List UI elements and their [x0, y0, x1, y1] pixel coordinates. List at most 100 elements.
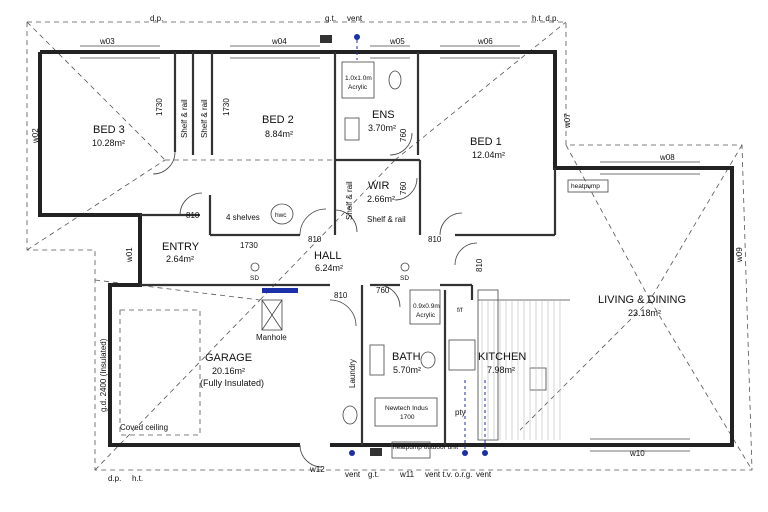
label-gt-top: g.t. — [325, 14, 336, 23]
label-vent-bottom: vent — [345, 470, 361, 479]
note-shelf-rail: Shelf & rail — [345, 181, 354, 220]
service-dot — [462, 450, 468, 456]
room-area-ens: 3.70m² — [368, 123, 396, 133]
note-laundry: Laundry — [348, 359, 357, 388]
note-heatpump: heatpump — [571, 183, 600, 190]
label-dp-bottom: d.p. — [108, 474, 121, 483]
room-name-kitchen: KITCHEN — [478, 351, 526, 363]
room-area-entry: 2.64m² — [166, 254, 194, 264]
ens-toilet — [388, 70, 402, 90]
floor-hatch — [481, 300, 561, 440]
room-area-bed3: 10.28m² — [92, 138, 125, 148]
note-coved-ceiling: Coved ceiling — [120, 423, 168, 432]
room-area-hall: 6.24m² — [315, 263, 343, 273]
window-label: w03 — [99, 37, 115, 46]
note-heatpump-outdoor: heatpump outdoor unit — [393, 444, 458, 451]
room-area-bed1: 12.04m² — [472, 150, 505, 160]
room-name-entry: ENTRY — [162, 241, 200, 253]
dim-door: 760 — [376, 286, 390, 295]
room-name-bath: BATH — [392, 351, 421, 363]
window-label: w12 — [309, 465, 325, 474]
room-name-bed1: BED 1 — [470, 136, 502, 148]
note-manhole: Manhole — [256, 333, 287, 342]
note-shelf-rail: Shelf & rail — [367, 215, 406, 224]
room-area-bath: 5.70m² — [393, 365, 421, 375]
note-pantry: pty — [455, 408, 466, 417]
note-bath-length: 1700 — [400, 414, 415, 421]
room-name-bed3: BED 3 — [93, 124, 125, 136]
note-bath-model: Newtech Indus — [385, 405, 429, 412]
note-bath-shower-material: Acrylic — [416, 312, 436, 319]
room-name-bed2: BED 2 — [262, 114, 294, 126]
manhole-symbol — [261, 299, 283, 331]
eave-outline — [26, 21, 753, 471]
room-name-living: LIVING & DINING — [598, 294, 686, 306]
window-label: w09 — [735, 247, 744, 263]
window-label: w05 — [389, 37, 405, 46]
note-four-shelves: 4 shelves — [226, 213, 260, 222]
dim-door: 760 — [399, 128, 408, 142]
heatpump-outdoor — [391, 441, 431, 459]
dim-door: 810 — [428, 235, 442, 244]
smoke-detector — [250, 262, 260, 272]
garage-note: (Fully Insulated) — [200, 378, 264, 388]
ens-vanity — [344, 117, 360, 141]
bath-shower — [409, 289, 441, 325]
room-name-hall: HALL — [314, 250, 342, 262]
room-area-kitchen: 7.98m² — [487, 365, 515, 375]
window-label: w01 — [125, 247, 134, 263]
window-label: w06 — [477, 37, 493, 46]
smoke-detector — [400, 262, 410, 272]
vent-box — [370, 448, 382, 456]
dim-door: 810 — [475, 258, 484, 272]
room-area-wir: 2.66m² — [367, 194, 395, 204]
room-name-garage: GARAGE — [205, 352, 252, 364]
washing-machine — [342, 405, 358, 425]
service-dot — [482, 450, 488, 456]
window-label: w04 — [271, 37, 287, 46]
dim-garage-door: g.d. 2400 (Insulated) — [99, 338, 108, 412]
room-area-garage: 20.16m² — [212, 366, 245, 376]
service-dot — [349, 450, 355, 456]
dim-door: 810 — [334, 291, 348, 300]
vent-box — [320, 35, 332, 43]
window-marks — [80, 45, 700, 452]
interior-walls — [140, 52, 557, 445]
room-area-living: 23.18m² — [628, 308, 661, 318]
window-label: w02 — [31, 128, 40, 144]
roof-hip-lines — [26, 21, 753, 471]
garage-car-outline — [119, 309, 201, 436]
label-vent-tv-org: vent t.v. o.r.g. — [425, 470, 472, 479]
room-area-bed2: 8.84m² — [265, 129, 293, 139]
window-label: w11 — [399, 470, 415, 479]
dim-hall: 1730 — [240, 241, 258, 250]
room-name-wir: WIR — [368, 180, 389, 192]
laundry-tub — [369, 344, 385, 376]
service-dot — [354, 34, 360, 40]
heatpump-unit — [567, 179, 609, 193]
note-smoke-detector: SD — [250, 275, 259, 282]
note-bath-shower-size: 0.9x0.9m — [413, 303, 440, 310]
garage-lights — [262, 288, 298, 293]
bath-tub — [374, 397, 438, 427]
label-vent-top: vent — [347, 14, 363, 23]
note-ens-shower-size: 1.0x1.0m — [345, 75, 372, 82]
window-label: w10 — [629, 449, 645, 458]
door-swings — [152, 132, 478, 468]
note-shelf-rail: Shelf & rail — [180, 99, 189, 138]
label-dp-top: d.p. — [150, 14, 163, 23]
label-gt-bottom: g.t. — [368, 470, 379, 479]
label-vent-bottom-2: vent — [476, 470, 492, 479]
note-fridge: f/f — [457, 307, 463, 314]
note-ens-shower-material: Acrylic — [348, 84, 368, 91]
dim-door: 760 — [399, 181, 408, 195]
ens-shower — [341, 61, 375, 99]
hwc-cylinder — [270, 203, 294, 225]
dim-bed2-shelf: 1730 — [222, 98, 231, 116]
dim-door: 810 — [186, 211, 200, 220]
window-label: w07 — [563, 113, 572, 129]
room-name-ens: ENS — [372, 109, 395, 121]
note-smoke-detector: SD — [400, 275, 409, 282]
dim-door: 810 — [308, 235, 322, 244]
